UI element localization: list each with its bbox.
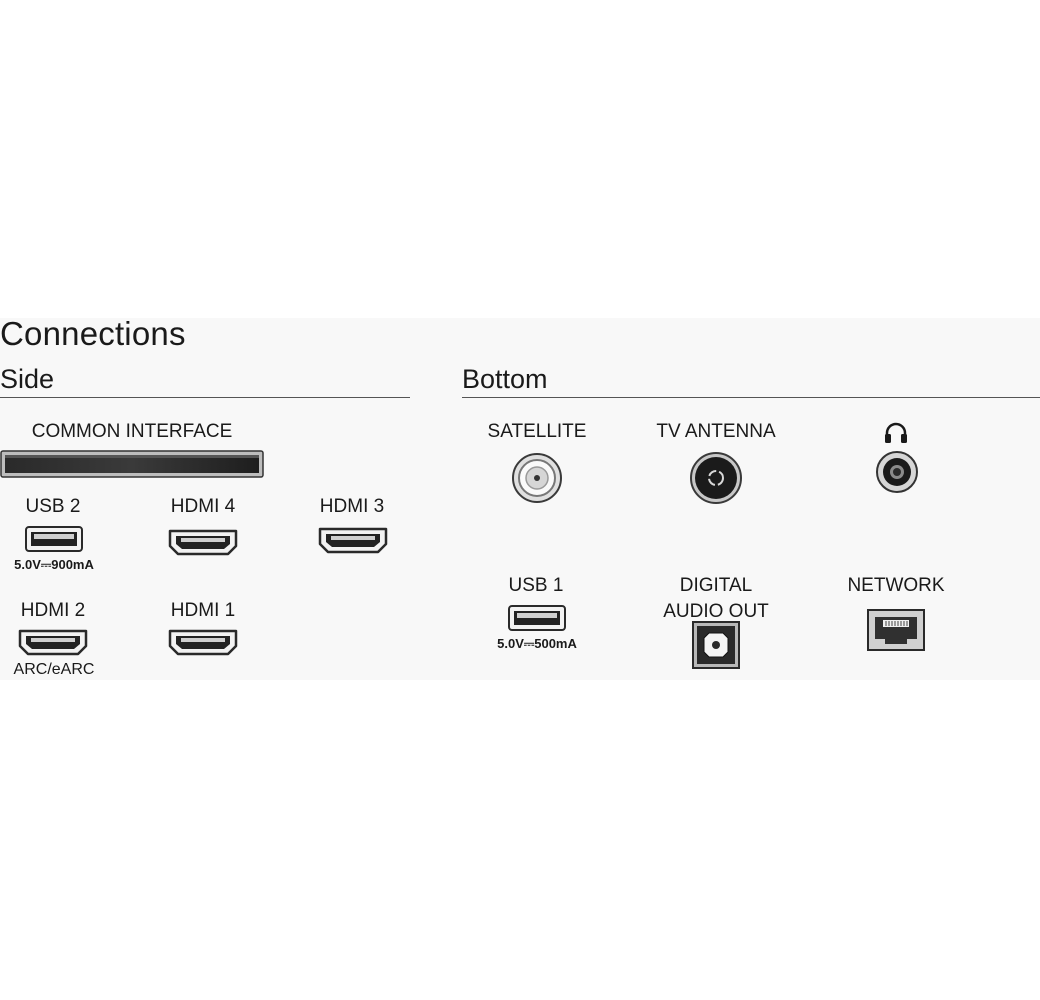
hdmi1-label: HDMI 1 bbox=[170, 600, 236, 621]
bottom-heading: Bottom bbox=[462, 364, 548, 394]
hdmi2-port-icon bbox=[18, 629, 88, 656]
usb1-spec: 5.0V⎓500mA bbox=[497, 636, 577, 651]
usb2-port-icon bbox=[25, 526, 83, 552]
headphone-jack-icon bbox=[876, 451, 918, 493]
common-interface-slot-icon bbox=[0, 450, 264, 478]
usb1-label: USB 1 bbox=[508, 575, 564, 596]
hdmi2-arc-note: ARC/eARC bbox=[13, 661, 95, 678]
digital-audio-out-line2: AUDIO OUT bbox=[663, 601, 769, 622]
digital-audio-out-label: DIGITAL AUDIO OUT bbox=[663, 573, 769, 625]
hdmi4-label: HDMI 4 bbox=[170, 496, 236, 517]
headphone-icon bbox=[885, 422, 907, 443]
hdmi4-port-icon bbox=[168, 529, 238, 556]
hdmi3-port-icon bbox=[318, 527, 388, 554]
tv-antenna-connector-icon bbox=[690, 452, 742, 504]
bottom-divider bbox=[462, 397, 1040, 398]
side-divider bbox=[0, 397, 410, 398]
network-label: NETWORK bbox=[847, 575, 945, 596]
digital-audio-out-line1: DIGITAL bbox=[679, 575, 753, 596]
ethernet-port-icon bbox=[867, 609, 925, 651]
usb1-port-icon bbox=[508, 605, 566, 631]
usb2-label: USB 2 bbox=[25, 496, 81, 517]
common-interface-label: COMMON INTERFACE bbox=[31, 421, 233, 442]
hdmi3-label: HDMI 3 bbox=[319, 496, 385, 517]
page-title: Connections bbox=[0, 315, 186, 352]
satellite-label: SATELLITE bbox=[487, 421, 587, 442]
optical-port-icon bbox=[692, 621, 740, 669]
hdmi1-port-icon bbox=[168, 629, 238, 656]
hdmi2-label: HDMI 2 bbox=[20, 600, 86, 621]
tv-antenna-label: TV ANTENNA bbox=[656, 421, 776, 442]
satellite-connector-icon bbox=[512, 453, 562, 503]
usb2-spec: 5.0V⎓900mA bbox=[14, 557, 94, 572]
side-heading: Side bbox=[0, 364, 55, 394]
